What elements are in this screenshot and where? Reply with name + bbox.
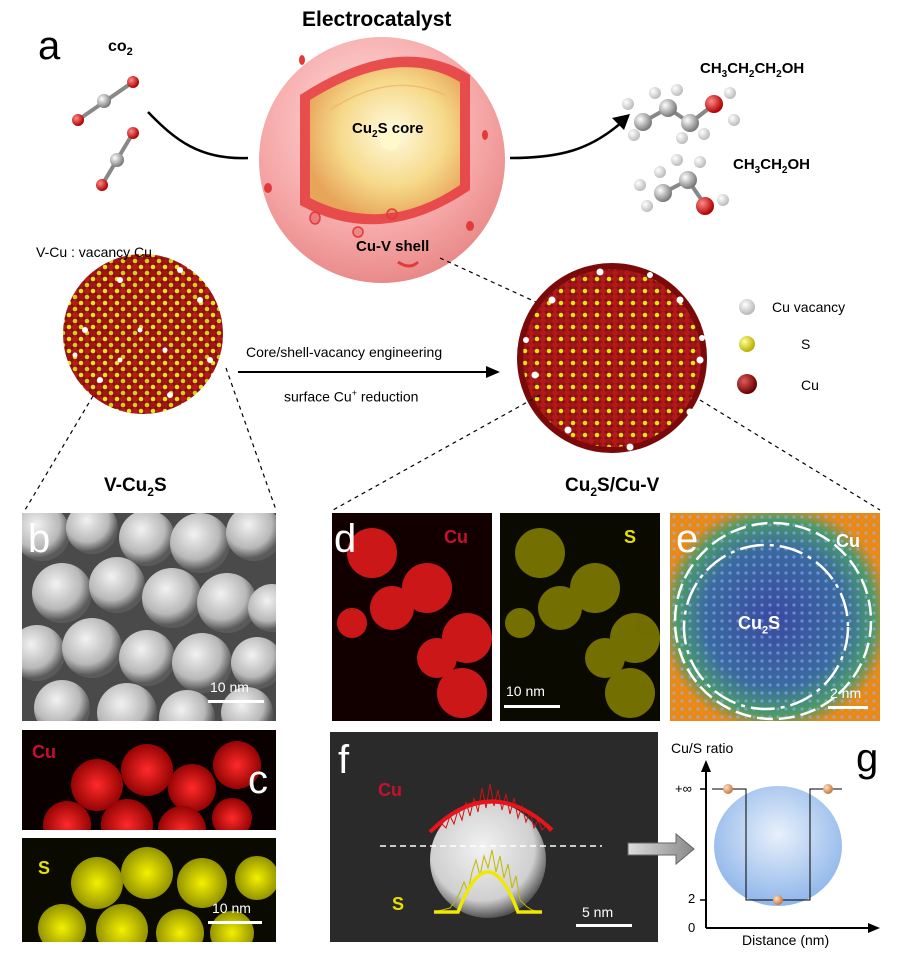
mapping-cu: d Cu bbox=[332, 513, 492, 721]
line-scan-image: f Cu S 5 nm bbox=[330, 732, 658, 942]
hrtem-image: e Cu Cu2S 2 nm bbox=[670, 513, 880, 721]
legend-cu-vacancy: Cu vacancy bbox=[772, 299, 846, 315]
shell-label: Cu-V shell bbox=[356, 238, 430, 255]
sem-scale-bar bbox=[208, 700, 264, 703]
eds-cu-label: Cu bbox=[32, 742, 56, 762]
panel-label-g: g bbox=[856, 736, 879, 780]
panel-label-d: d bbox=[334, 517, 357, 561]
panel-label-a: a bbox=[38, 24, 61, 68]
vacancy-note: V-Cu : vacancy Cu bbox=[36, 244, 152, 260]
core-label: Cu2S core bbox=[352, 120, 424, 140]
ratio-ytick-0: 0 bbox=[688, 920, 696, 935]
line-scan-scale-label: 5 nm bbox=[582, 904, 614, 920]
eds-s-label: S bbox=[38, 858, 51, 878]
mapping-s-label: S bbox=[624, 527, 637, 547]
eds-scale-bar bbox=[208, 921, 262, 924]
panel-label-f: f bbox=[338, 738, 350, 782]
hrtem-core-label: Cu2S bbox=[738, 613, 781, 637]
panel-label-e: e bbox=[676, 517, 699, 561]
legend-s: S bbox=[801, 336, 811, 352]
line-scan-cu-label: Cu bbox=[378, 780, 402, 800]
legend-cu: Cu bbox=[801, 377, 819, 393]
line-scan-s-label: S bbox=[392, 894, 405, 914]
product-ethanol: CH3CH2OH bbox=[733, 156, 810, 176]
sem-image: b 10 nm bbox=[22, 513, 276, 721]
line-scan-scale-bar bbox=[576, 924, 632, 927]
mapping-scale-label: 10 nm bbox=[506, 683, 545, 699]
right-particle-name: Cu2S/Cu-V bbox=[565, 475, 660, 499]
panel-label-b: b bbox=[28, 517, 51, 561]
arrow-bottom-label: surface Cu+ reduction bbox=[284, 388, 419, 405]
ratio-ylabel: Cu/S ratio bbox=[671, 740, 734, 756]
panel-label-c: c bbox=[248, 758, 268, 802]
hrtem-scale-label: 2 nm bbox=[830, 685, 862, 701]
left-particle-name: V-Cu2S bbox=[104, 475, 167, 499]
eds-cu-map: Cu c bbox=[22, 730, 276, 830]
arrow-top-label: Core/shell-vacancy engineering bbox=[246, 344, 443, 360]
mapping-s: S 10 nm bbox=[500, 513, 660, 721]
figure-title: Electrocatalyst bbox=[302, 8, 452, 31]
sem-scale-label: 10 nm bbox=[210, 679, 249, 695]
ratio-ytick-inf: +∞ bbox=[675, 781, 692, 796]
hrtem-cu-label: Cu bbox=[836, 531, 860, 551]
product-propanol: CH3CH2CH2OH bbox=[700, 60, 805, 80]
mapping-cu-label: Cu bbox=[444, 527, 468, 547]
hrtem-scale-bar bbox=[828, 706, 868, 709]
ratio-ytick-2: 2 bbox=[688, 891, 696, 906]
eds-scale-label: 10 nm bbox=[212, 900, 251, 916]
mapping-scale-bar bbox=[504, 705, 560, 708]
co2-label: co2 bbox=[108, 38, 133, 59]
ratio-xlabel: Distance (nm) bbox=[742, 932, 830, 948]
eds-s-map: S 10 nm bbox=[22, 838, 276, 942]
